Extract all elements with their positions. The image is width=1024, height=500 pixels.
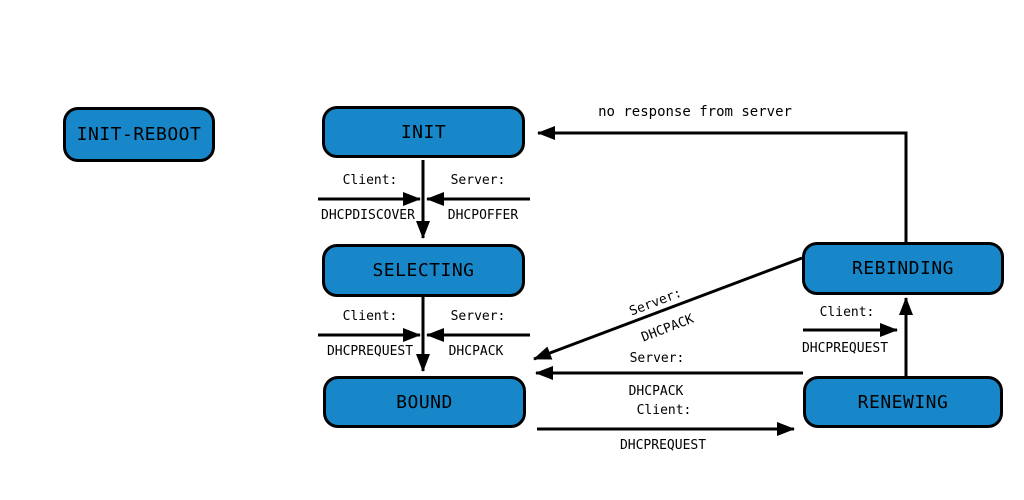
- label-bound-dhcprequest: DHCPREQUEST: [619, 438, 707, 453]
- label-renewing-rebinding-client: Client:: [819, 305, 875, 320]
- label-selecting-client: Client:: [342, 309, 398, 324]
- label-selecting-server: Server:: [450, 309, 506, 324]
- label-dhcpack-selecting: DHCPACK: [448, 344, 504, 359]
- state-selecting: SELECTING: [322, 244, 525, 297]
- arrow-rebinding-to-bound: [533, 256, 803, 361]
- arrow-rebinding-to-init: [537, 126, 908, 242]
- state-rebinding: REBINDING: [802, 242, 1004, 295]
- label-dhcpdiscover: DHCPDISCOVER: [321, 208, 415, 223]
- label-renewing-server: Server:: [629, 351, 685, 366]
- label-bound-client: Client:: [636, 403, 692, 418]
- state-renewing: RENEWING: [803, 376, 1003, 428]
- state-init: INIT: [322, 106, 525, 158]
- label-dhcprequest-selecting: DHCPREQUEST: [326, 344, 414, 359]
- label-dhcpoffer: DHCPOFFER: [447, 208, 519, 223]
- label-init-server: Server:: [450, 173, 506, 188]
- label-init-client: Client:: [342, 173, 398, 188]
- label-renewing-rebinding-dhcprequest: DHCPREQUEST: [801, 341, 889, 356]
- state-init-reboot: INIT-REBOOT: [63, 107, 215, 162]
- label-renewing-dhcpack: DHCPACK: [628, 384, 684, 399]
- label-no-response-from-server: no response from server: [598, 104, 792, 120]
- state-bound: BOUND: [323, 376, 526, 428]
